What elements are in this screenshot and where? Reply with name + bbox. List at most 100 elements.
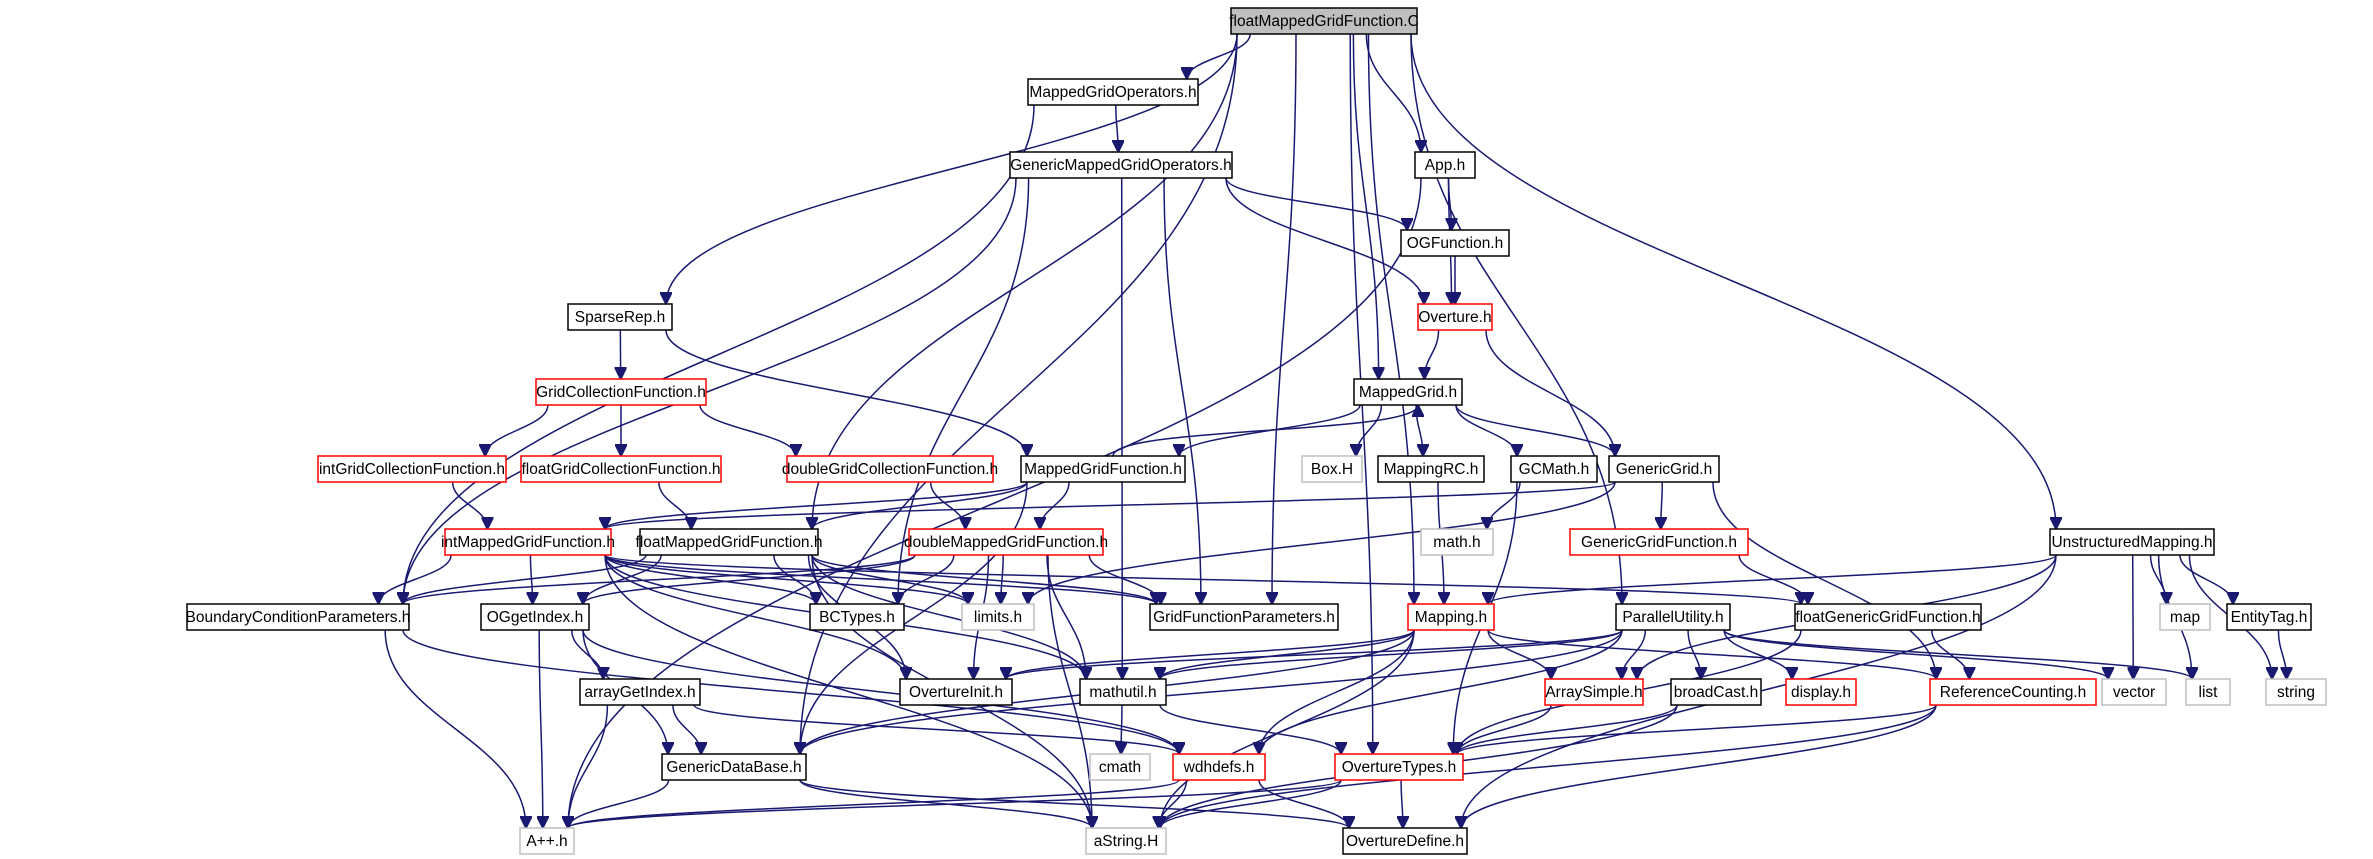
edge-otyp-to-astr (1160, 779, 1342, 828)
node-oinit[interactable]: OvertureInit.h (899, 678, 1013, 706)
node-ggf[interactable]: GenericGridFunction.h (1569, 528, 1749, 556)
node-root[interactable]: floatMappedGridFunction.C (1229, 7, 1419, 35)
node-map[interactable]: map (2159, 603, 2211, 631)
node-app2[interactable]: A++.h (519, 827, 575, 855)
node-mathh[interactable]: math.h (1420, 528, 1494, 556)
node-rc[interactable]: ReferenceCounting.h (1929, 678, 2097, 706)
node-label-agi: arrayGetIndex.h (584, 684, 695, 701)
edge-gcf-to-dgcf (699, 404, 796, 456)
node-label-ogf: OGFunction.h (1407, 235, 1504, 252)
edge-um-to-et (2179, 554, 2233, 604)
node-mgo[interactable]: MappedGridOperators.h (1027, 78, 1199, 106)
node-fmgf[interactable]: floatMappedGridFunction.h (636, 528, 823, 556)
node-fggf[interactable]: floatGenericGridFunction.h (1794, 603, 1982, 631)
node-as[interactable]: ArraySimple.h (1544, 678, 1644, 706)
edge-imgf-to-bct (604, 554, 816, 604)
edge-mapping-to-as (1487, 629, 1551, 679)
node-pu[interactable]: ParallelUtility.h (1615, 603, 1731, 631)
edge-ogi-to-app2 (539, 629, 543, 828)
edge-gmgo-to-bct (898, 177, 1030, 604)
node-disp[interactable]: display.h (1785, 678, 1857, 706)
node-box-ogf (1400, 229, 1510, 257)
edge-imgf-to-fggf (604, 554, 1801, 604)
node-et[interactable]: EntityTag.h (2226, 603, 2312, 631)
node-gg[interactable]: GenericGrid.h (1608, 455, 1720, 483)
node-gfp[interactable]: GridFunctionParameters.h (1149, 603, 1339, 631)
node-label-rc: ReferenceCounting.h (1940, 684, 2087, 701)
node-app[interactable]: App.h (1414, 151, 1476, 179)
node-cmath[interactable]: cmath (1089, 753, 1151, 781)
node-mg[interactable]: MappedGrid.h (1353, 378, 1463, 406)
edge-imgf-to-astr (604, 554, 1092, 828)
node-box-list (2185, 678, 2231, 706)
node-lim[interactable]: limits.h (961, 603, 1035, 631)
node-label-astr: aString.H (1094, 833, 1159, 850)
node-box-app2 (519, 827, 575, 855)
node-label-ogi: OGgetIndex.h (487, 609, 584, 626)
edge-wdh-to-app2 (568, 779, 1180, 828)
node-gcm[interactable]: GCMath.h (1510, 455, 1598, 483)
edge-root-to-mgo (1187, 33, 1251, 79)
node-wdh[interactable]: wdhdefs.h (1172, 753, 1266, 781)
node-astr[interactable]: aString.H (1085, 827, 1167, 855)
node-label-ovt: Overture.h (1418, 309, 1491, 326)
edge-mapping-to-rc (1487, 629, 1936, 679)
node-bct[interactable]: BCTypes.h (809, 603, 905, 631)
edge-fmgf-to-mu (811, 554, 1086, 679)
node-gdb[interactable]: GenericDataBase.h (661, 753, 807, 781)
node-mapping[interactable]: Mapping.h (1407, 603, 1495, 631)
edge-imgf-to-bcp (379, 554, 452, 604)
node-odef[interactable]: OvertureDefine.h (1342, 827, 1468, 855)
node-agi[interactable]: arrayGetIndex.h (579, 678, 701, 706)
node-box-lim (961, 603, 1035, 631)
node-box-mapping (1407, 603, 1495, 631)
edge-igcf-to-imgf (451, 481, 488, 529)
edge-mg-to-gcm (1455, 404, 1517, 456)
node-igcf[interactable]: intGridCollectionFunction.h (317, 455, 507, 483)
node-bcp[interactable]: BoundaryConditionParameters.h (186, 603, 411, 631)
node-um[interactable]: UnstructuredMapping.h (2049, 528, 2215, 556)
edge-pu-to-bc (1687, 629, 1701, 679)
edge-pu-to-gdb (800, 629, 1623, 754)
edge-gdb-to-app2 (568, 779, 670, 828)
node-dgcf[interactable]: doubleGridCollectionFunction.h (782, 455, 998, 483)
node-label-gg: GenericGrid.h (1616, 461, 1712, 478)
node-vec[interactable]: vector (2101, 678, 2167, 706)
edge-imgf-to-oinit (604, 554, 906, 679)
node-gmgo[interactable]: GenericMappedGridOperators.h (1009, 151, 1233, 179)
node-str[interactable]: string (2265, 678, 2327, 706)
node-mu[interactable]: mathutil.h (1079, 678, 1167, 706)
node-ovt[interactable]: Overture.h (1417, 303, 1493, 331)
edge-rc-to-astr (1160, 704, 1937, 828)
node-dmgf[interactable]: doubleMappedGridFunction.h (904, 528, 1108, 556)
node-mrc[interactable]: MappingRC.h (1377, 455, 1485, 483)
node-box-ggf (1569, 528, 1749, 556)
node-fgcf[interactable]: floatGridCollectionFunction.h (520, 455, 722, 483)
node-list[interactable]: list (2185, 678, 2231, 706)
node-imgf[interactable]: intMappedGridFunction.h (441, 528, 615, 556)
edge-um-to-vec (2133, 554, 2134, 679)
node-mgf[interactable]: MappedGridFunction.h (1020, 455, 1186, 483)
node-label-oinit: OvertureInit.h (909, 684, 1003, 701)
node-label-app2: A++.h (526, 833, 567, 850)
node-gcf[interactable]: GridCollectionFunction.h (535, 378, 707, 406)
node-label-map: map (2170, 609, 2200, 626)
node-ogf[interactable]: OGFunction.h (1400, 229, 1510, 257)
node-label-list: list (2199, 684, 2219, 701)
node-sparse[interactable]: SparseRep.h (567, 303, 673, 331)
node-bc[interactable]: broadCast.h (1670, 678, 1762, 706)
node-box-gmgo (1009, 151, 1233, 179)
node-ogi[interactable]: OGgetIndex.h (480, 603, 590, 631)
node-box-fmgf (639, 528, 819, 556)
node-box-mu (1079, 678, 1167, 706)
node-box-mathh (1420, 528, 1494, 556)
edge-bcp-to-app2 (384, 629, 526, 828)
node-box[interactable]: Box.H (1301, 455, 1363, 483)
node-label-sparse: SparseRep.h (575, 309, 665, 326)
node-label-disp: display.h (1791, 684, 1851, 701)
edge-gmgo-to-ogf (1225, 177, 1407, 230)
node-label-app: App.h (1425, 157, 1466, 174)
node-otyp[interactable]: OvertureTypes.h (1334, 753, 1464, 781)
edge-gg-to-rc (1712, 481, 1936, 679)
